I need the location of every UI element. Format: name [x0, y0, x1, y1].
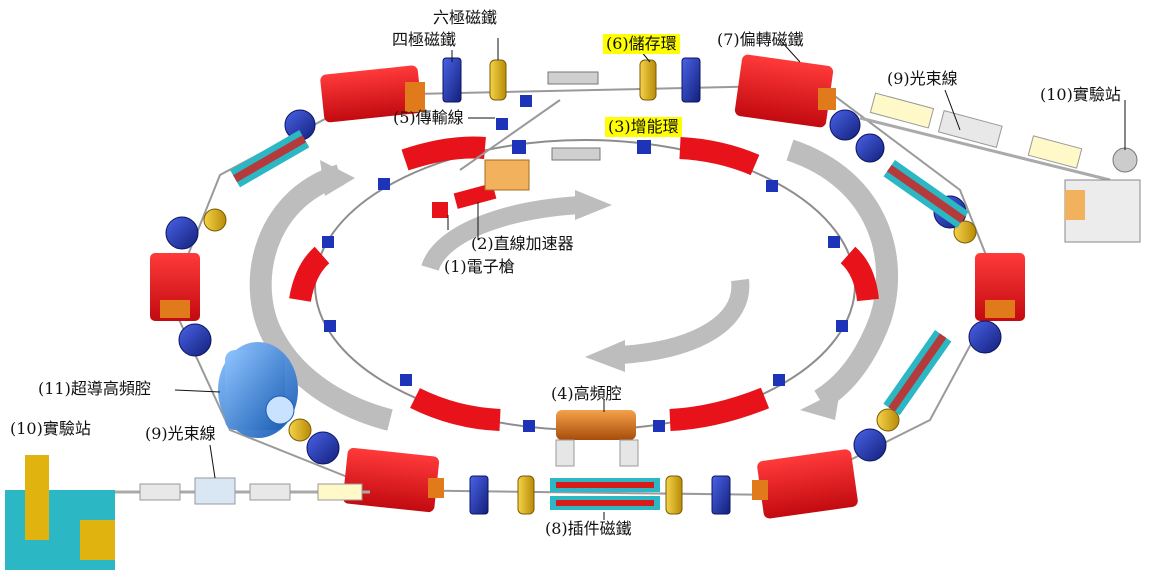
linac-label: (2)直線加速器	[471, 234, 574, 253]
dipole-magnet-icon	[320, 65, 425, 123]
dipole-magnet-icon	[752, 449, 858, 519]
linac	[432, 159, 530, 218]
bending-magnet-label: (7)偏轉磁鐵	[717, 30, 804, 49]
electron-gun-label: (1)電子槍	[444, 257, 515, 276]
undulator-icon	[550, 478, 660, 510]
vacuum-chamber-icon	[547, 71, 599, 85]
booster-ring-quadrupoles	[322, 140, 848, 432]
sextupole-magnet-icon	[288, 418, 312, 442]
undulator-icon	[883, 330, 952, 416]
sc-rf-cavity-label: (11)超導高頻腔	[38, 379, 151, 398]
circulation-arrows	[249, 139, 899, 431]
sextupole-magnet-icon	[517, 475, 535, 515]
sextupole-label: 六極磁鐵	[433, 8, 498, 27]
beamline-left	[110, 477, 370, 505]
rf-cavity-label: (4)高頻腔	[551, 384, 622, 403]
sextupole-magnet-icon	[489, 59, 507, 101]
quadrupole-magnet-icon	[165, 216, 199, 250]
quadrupole-magnet-icon	[968, 320, 1002, 354]
rf-cavity-icon	[555, 410, 639, 467]
booster-ring-dipoles	[289, 136, 879, 431]
quadrupole-magnet-icon	[681, 57, 701, 103]
undulator-icon	[883, 160, 969, 229]
dipole-magnet-icon	[734, 54, 836, 128]
sextupole-magnet-icon	[639, 59, 657, 101]
quadrupole-magnet-icon	[469, 475, 489, 515]
quadrupole-magnet-icon	[306, 431, 340, 465]
insertion-devices	[229, 130, 969, 510]
label-leaders	[174, 38, 1126, 520]
storage-ring-dipoles	[150, 54, 1025, 519]
sextupole-magnet-icon	[953, 220, 977, 244]
end-station-left-label: (10)實驗站	[10, 419, 91, 438]
insertion-device-label: (8)插件磁鐵	[545, 519, 632, 538]
sextupole-magnet-icon	[876, 408, 900, 432]
undulator-icon	[229, 130, 310, 188]
dipole-magnet-icon	[342, 447, 444, 513]
dipole-magnet-icon	[975, 253, 1025, 321]
end-station-right-label: (10)實驗站	[1040, 85, 1121, 104]
quadrupole-magnet-icon	[855, 133, 885, 163]
beamline-right	[859, 92, 1111, 182]
beamline-left-label: (9)光束線	[145, 424, 216, 443]
quadrupole-magnet-icon	[829, 109, 861, 141]
storage-ring-sextupoles	[203, 59, 977, 515]
transfer-line-label: (5)傳輸線	[393, 108, 464, 127]
dipole-magnet-icon	[150, 253, 200, 321]
booster-ring-label: (3)增能環	[605, 117, 682, 137]
quadrupole-magnet-icon	[711, 475, 731, 515]
transfer-line	[459, 71, 601, 171]
quadrupole-magnet-icon	[853, 428, 887, 462]
linac-modulator	[484, 159, 530, 191]
storage-ring-quadrupoles	[165, 57, 1002, 515]
vacuum-chamber-icon	[551, 147, 601, 161]
quadrupole-magnet-icon	[442, 57, 462, 103]
end-station-icon	[1064, 147, 1141, 243]
end-station-icon	[5, 455, 115, 570]
sextupole-magnet-icon	[203, 208, 227, 232]
quadrupole-label: 四極磁鐵	[392, 30, 457, 49]
quadrupole-magnet-icon	[178, 323, 212, 357]
storage-ring-label: (6)儲存環	[603, 34, 680, 54]
cryostat-icon	[218, 342, 298, 438]
sextupole-magnet-icon	[665, 475, 683, 515]
beamline-right-label: (9)光束線	[887, 69, 958, 88]
